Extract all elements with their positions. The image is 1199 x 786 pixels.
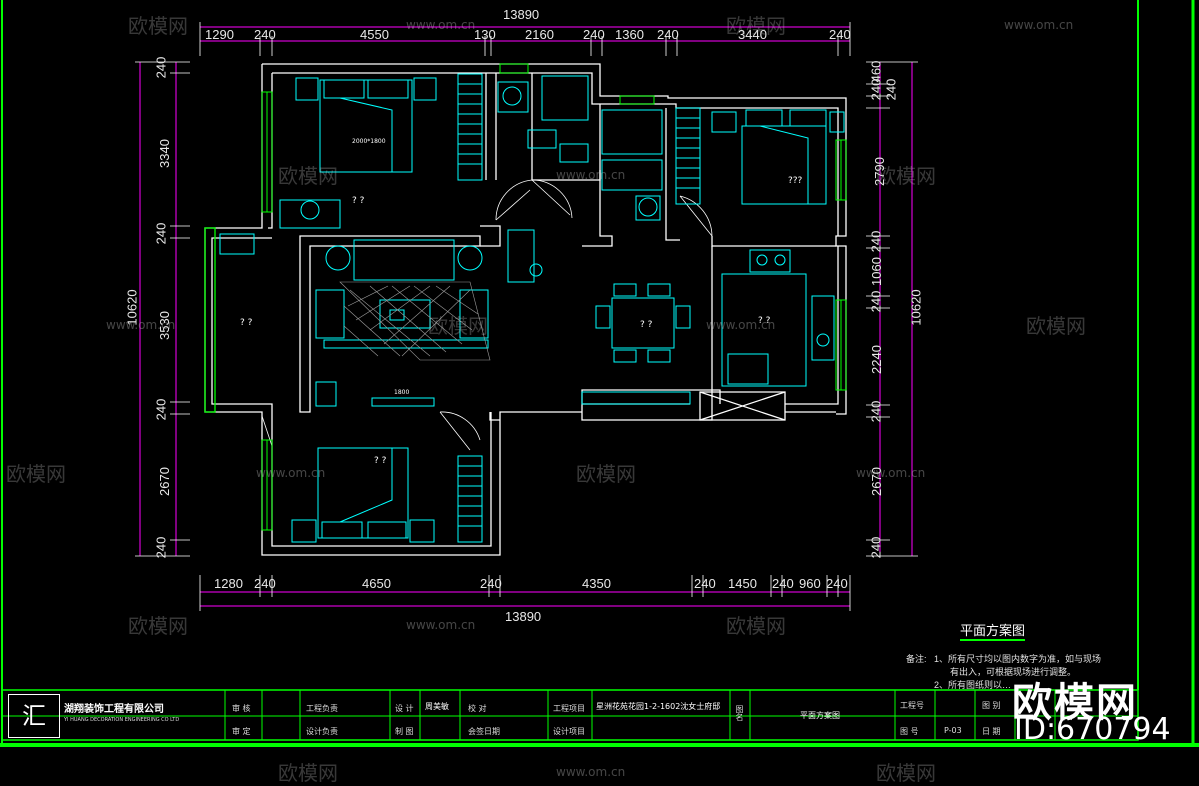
tb-drawing-name: 平面方案图: [800, 711, 840, 720]
dim-bottom-6: 240: [694, 576, 716, 591]
dim-bottom-8: 240: [772, 576, 794, 591]
room-label-kitchen: ? ?: [758, 316, 771, 326]
dim-top-5: 2160: [525, 27, 554, 42]
dim-bottom-2: 240: [254, 576, 276, 591]
dim-top-7: 1360: [615, 27, 644, 42]
watermark-url-1: www.om.cn: [406, 18, 476, 32]
tb-design-item: 设计项目: [553, 727, 585, 736]
notes-line1: 1、所有尺寸均以图内数字为准，如与现场: [934, 654, 1102, 664]
tb-project-no: 工程号: [900, 701, 924, 710]
watermark-url-4: www.om.cn: [106, 318, 176, 332]
watermark-url-2: www.om.cn: [1004, 18, 1074, 32]
dim-left-3: 240: [153, 222, 169, 245]
walls: [204, 63, 847, 556]
dim-right-4: 2790: [871, 157, 887, 186]
dim-left-7: 240: [153, 536, 169, 559]
dim-right-5: 240: [868, 230, 884, 253]
watermark-url-9: www.om.cn: [556, 765, 626, 779]
dim-bottom-3: 4650: [362, 576, 391, 591]
dim-bottom-9: 960: [799, 576, 821, 591]
tb-design-lead: 设计负责: [306, 727, 338, 736]
dim-top-3: 4550: [360, 27, 389, 42]
dim-left-1: 240: [153, 56, 169, 79]
tb-check: 校 对: [468, 704, 487, 713]
tb-date: 日 期: [982, 727, 1001, 736]
tb-category: 图 别: [982, 701, 1001, 710]
room-label-bed3: ? ?: [374, 456, 387, 466]
dim-bottom-4: 240: [480, 576, 502, 591]
room-label-master-size: 2000*1800: [352, 138, 386, 145]
dim-left-6: 2670: [156, 467, 172, 496]
tb-drawing-name-label: 图名: [735, 705, 744, 721]
dim-top-4: 130: [474, 27, 496, 42]
dim-left-2: 3340: [156, 139, 172, 168]
dim-right-2: 240: [868, 78, 884, 101]
room-label-bed2: ???: [788, 176, 803, 186]
notes-line1b: 有出入，可根据现场进行调整。: [950, 667, 1077, 677]
dimension-lines: [135, 22, 918, 611]
room-label-dining: ? ?: [640, 320, 653, 330]
watermark-id: ID:670794: [1014, 712, 1171, 747]
dim-right-9: 240: [868, 400, 884, 423]
dim-right-8: 2240: [868, 345, 884, 374]
watermark-url-6: www.om.cn: [256, 466, 326, 480]
dim-right-3: 240: [883, 78, 899, 101]
tb-eng-lead: 工程负责: [306, 704, 338, 713]
watermark-url-8: www.om.cn: [406, 618, 476, 632]
tb-drawing-no-label: 图 号: [900, 727, 919, 736]
dim-right-7: 240: [868, 290, 884, 313]
dim-left-5: 240: [153, 398, 169, 421]
company-name-en: YI HUANG DECORATION ENGINEERING CO LTD: [64, 717, 180, 723]
drawing-frame: [0, 0, 1199, 747]
furniture: [219, 73, 845, 543]
tb-project-name: 星洲花苑花园1-2-1602沈女士府邸: [596, 702, 721, 711]
watermark-url-7: www.om.cn: [856, 466, 926, 480]
dim-bottom-7: 1450: [728, 576, 757, 591]
watermark-url-5: www.om.cn: [706, 318, 776, 332]
door-swings: [261, 179, 713, 451]
watermark-url-3: www.om.cn: [556, 168, 626, 182]
company-name-cn: 湖翔装饰工程有限公司: [64, 704, 164, 715]
tb-drawing-no: P-03: [944, 726, 962, 735]
dim-right-total: 10620: [908, 289, 924, 326]
dim-top-total: 13890: [503, 7, 540, 22]
drawing-title: 平面方案图: [960, 620, 1026, 641]
rug-hatch: [339, 281, 491, 361]
tb-draw: 制 图: [395, 727, 414, 736]
room-label-tv: 1800: [394, 389, 410, 396]
room-label-master: ? ?: [352, 196, 365, 206]
dim-bottom-5: 4350: [582, 576, 611, 591]
dim-top-10: 240: [829, 27, 851, 42]
tb-contract-date: 会签日期: [468, 727, 500, 736]
notes-label: 备注:: [906, 654, 927, 664]
notes-line2: 2、所有图纸则以…: [934, 680, 1012, 690]
watermark-brand-large: 欧模网: [1012, 681, 1138, 725]
tb-approve: 审 定: [232, 727, 251, 736]
windows: [261, 63, 847, 531]
dim-top-8: 240: [657, 27, 679, 42]
dim-top-2: 240: [254, 27, 276, 42]
dim-top-1: 1290: [205, 27, 234, 42]
tb-project-label: 工程项目: [553, 704, 585, 713]
dim-bottom-total: 13890: [505, 609, 542, 624]
dim-bottom-1: 1280: [214, 576, 243, 591]
tb-review: 审 核: [232, 704, 251, 713]
dim-top-9: 3440: [738, 27, 767, 42]
dim-bottom-10: 240: [826, 576, 848, 591]
dim-top-6: 240: [583, 27, 605, 42]
company-logo: 汇: [8, 694, 60, 738]
tb-design: 设 计: [395, 704, 414, 713]
dim-right-11: 240: [868, 536, 884, 559]
dim-right-6: 1060: [868, 257, 884, 286]
room-label-living: ? ?: [240, 318, 253, 328]
tb-designer: 周美敏: [425, 702, 449, 711]
